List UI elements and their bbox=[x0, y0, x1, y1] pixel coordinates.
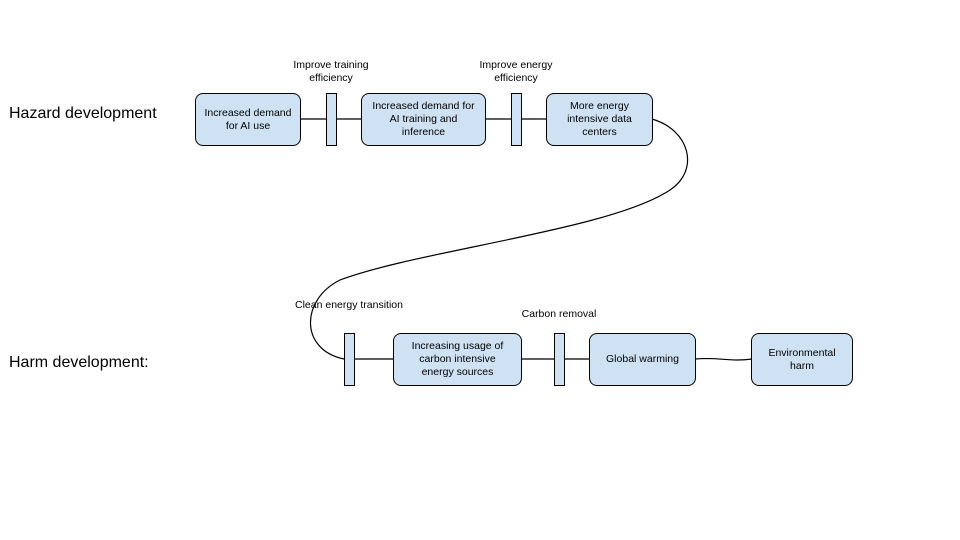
node-environmental-harm: Environmental harm bbox=[751, 333, 853, 386]
node-global-warming: Global warming bbox=[589, 333, 696, 386]
barrier-energy-efficiency bbox=[511, 93, 522, 146]
barrier-label-clean-energy: Clean energy transition bbox=[295, 299, 403, 311]
node-increased-demand-ai-use: Increased demand for AI use bbox=[195, 93, 301, 146]
node-carbon-intensive-energy: Increasing usage of carbon intensive ene… bbox=[393, 333, 522, 386]
node-energy-intensive-data-centers: More energy intensive data centers bbox=[546, 93, 653, 146]
hazard-row-label: Hazard development bbox=[9, 105, 157, 122]
barrier-label-energy-efficiency: Improve energy efficiency bbox=[479, 59, 553, 84]
node-increased-demand-training-inference: Increased demand for AI training and inf… bbox=[361, 93, 486, 146]
connector-curve bbox=[309, 118, 689, 360]
connector bbox=[694, 357, 753, 361]
barrier-label-training-efficiency: Improve training efficiency bbox=[293, 59, 369, 84]
barrier-carbon-removal bbox=[554, 333, 565, 386]
harm-row-label: Harm development: bbox=[9, 354, 149, 371]
barrier-training-efficiency bbox=[326, 93, 337, 146]
barrier-label-carbon-removal: Carbon removal bbox=[521, 308, 597, 320]
barrier-clean-energy-transition bbox=[344, 333, 355, 386]
